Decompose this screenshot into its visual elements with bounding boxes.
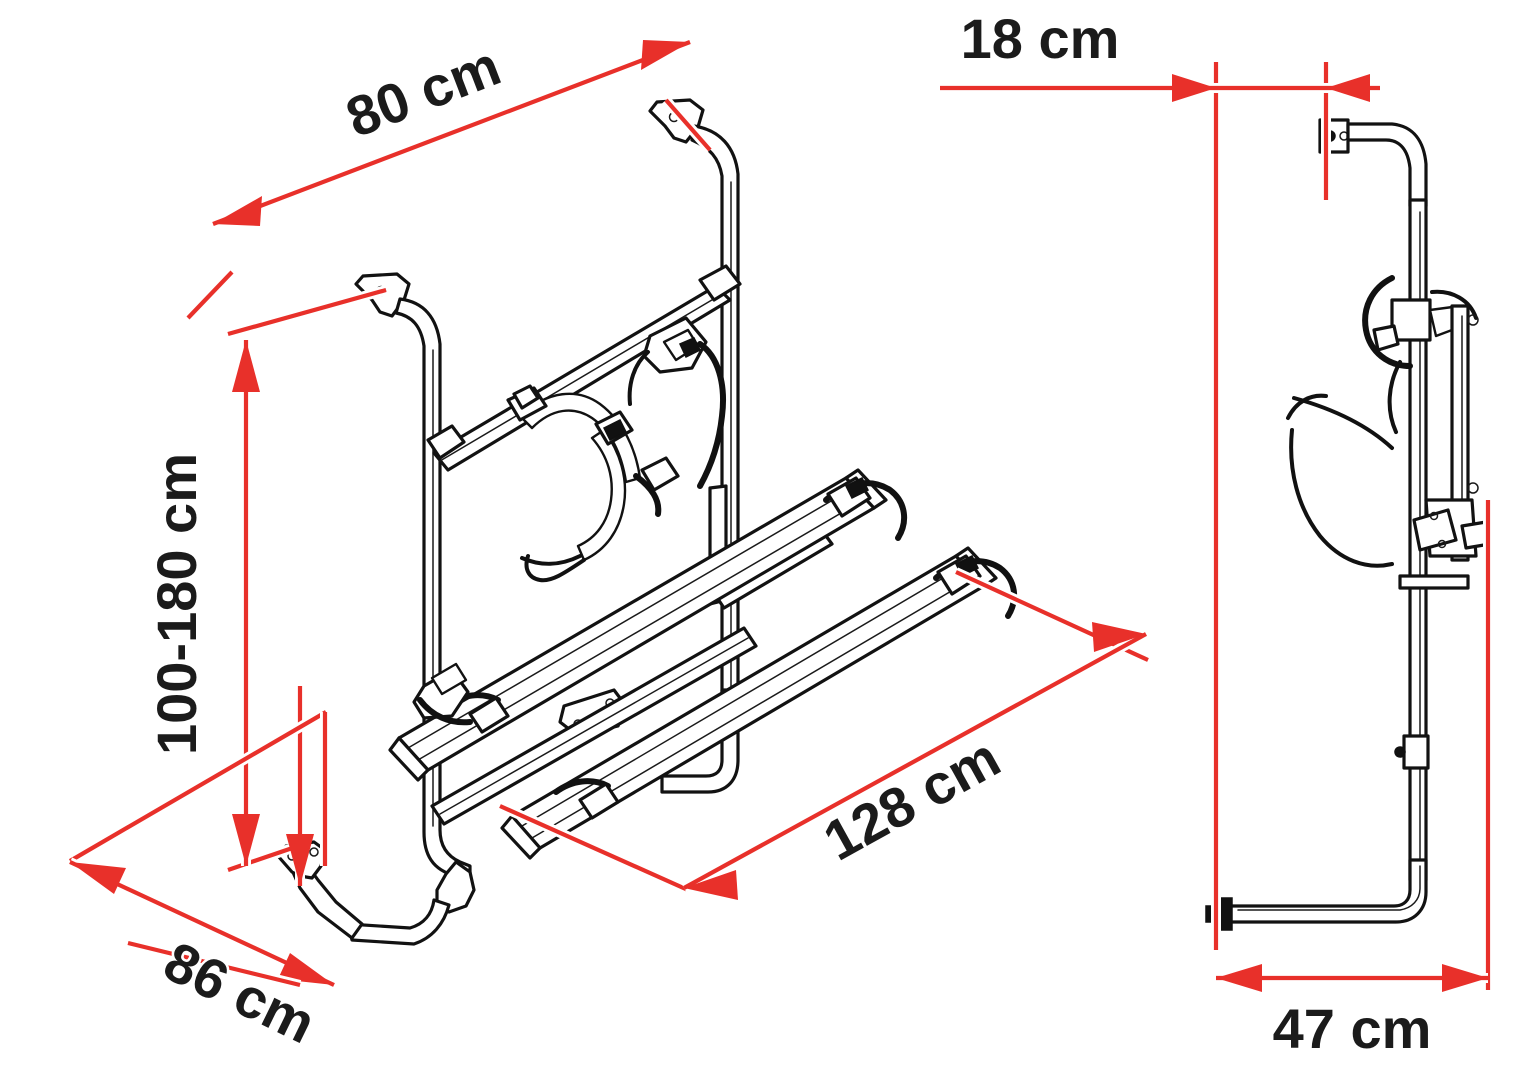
side-strap-loop [1289, 428, 1394, 568]
side-clamp-knob [1372, 324, 1400, 352]
dimension-47cm: 47 cm [1216, 500, 1493, 1063]
lower-left-clamp-lever [430, 662, 468, 696]
lower-left-clamp [412, 662, 473, 726]
lower-left-clamp-strap [417, 697, 473, 726]
bike-rail-upper [388, 468, 908, 782]
dim100-arrow-top [232, 340, 260, 392]
side-plate-hole-a [1429, 511, 1439, 521]
rail-upper-wheel-bolt [844, 476, 870, 500]
dimension-18cm: 18 cm [940, 5, 1380, 950]
upper-clamp-strap-b [627, 350, 650, 406]
dim128-line [682, 632, 1148, 890]
upper-clamp-bolt [678, 337, 702, 359]
foot-hole-b [309, 847, 319, 857]
dim86-leader-bottom [127, 940, 301, 988]
upper-clamp-cluster [627, 316, 726, 489]
side-rail-bar [1450, 304, 1479, 562]
dimension-label-47cm: 47 cm [1273, 997, 1432, 1060]
dim86-arrow-left [70, 862, 126, 894]
rail-upper-endcap-left [388, 736, 430, 782]
rail-lower-band-clamp [578, 782, 620, 820]
dim100-leader-top [227, 287, 387, 337]
dim18-arrow-left [1172, 74, 1216, 102]
side-rail-tube [1450, 304, 1470, 562]
side-strap-small [1387, 360, 1402, 434]
side-joint-collar [1394, 734, 1430, 770]
dim128-arrow-right [1092, 622, 1146, 652]
left-foot-joint [435, 860, 476, 914]
side-plate-hole-b [1437, 539, 1447, 549]
dim80-arrow-right [641, 40, 690, 70]
rail-lower-endcap-left [500, 814, 542, 860]
support-arm-lever [512, 384, 540, 410]
upper-cross-collar-right [698, 264, 742, 302]
dim128-ext-left [499, 804, 689, 892]
dim128-arrow-left [684, 870, 738, 900]
dim100-arrow-bottom [232, 814, 260, 866]
dim80-line [212, 40, 691, 226]
support-arm-lower-bolt [602, 418, 628, 442]
dim18-arrow-right [1326, 74, 1370, 102]
hanging-strap-path [524, 554, 586, 583]
side-collar-body [1402, 734, 1430, 770]
upper-clamp-strap [697, 341, 726, 489]
rail-upper-band-clamp [468, 696, 510, 734]
dim86-guide-upper [68, 710, 328, 863]
side-crossbar [1398, 574, 1470, 590]
lower-cross-brace [430, 626, 758, 826]
side-crossbar-tube [1398, 574, 1470, 590]
side-strap-upper-hook [1286, 393, 1328, 420]
side-bottom-highlight [1237, 865, 1421, 911]
dimension-100-180cm: 100-180 cm [143, 285, 388, 875]
dimension-label-100-180cm: 100-180 cm [145, 453, 208, 755]
support-arm-strap [633, 473, 662, 517]
dim80-ext-left [186, 270, 234, 320]
dimension-label-18cm: 18 cm [961, 7, 1120, 70]
dim47-arrow-left [1216, 964, 1262, 992]
hanging-strap [524, 554, 586, 583]
side-view [1205, 118, 1492, 931]
dim86-ext-drop-arrow [286, 834, 314, 886]
support-arm-knob [640, 456, 680, 492]
side-clamp-strap-a [1362, 275, 1413, 369]
lower-cross-highlight [439, 637, 749, 815]
side-clamp-strap-b [1430, 289, 1478, 320]
dim47-arrow-right [1442, 964, 1488, 992]
side-collar-pin [1394, 746, 1406, 758]
side-rail-pin-bottom [1467, 482, 1479, 494]
dim86-arrow-right [278, 953, 334, 985]
side-rail-pin-top [1467, 314, 1479, 326]
side-hanging-straps [1286, 360, 1402, 568]
bike-support-arm-lower [520, 410, 634, 566]
rear-isometric-view [276, 98, 1018, 946]
support-arm-lower-tube [576, 428, 627, 562]
dim80-arrow-left [213, 196, 262, 226]
side-lower-bracket [1412, 498, 1492, 558]
dim80-ext-right [664, 98, 712, 152]
upper-cross-collar-left [426, 424, 466, 460]
side-clamp-body [1390, 298, 1432, 342]
